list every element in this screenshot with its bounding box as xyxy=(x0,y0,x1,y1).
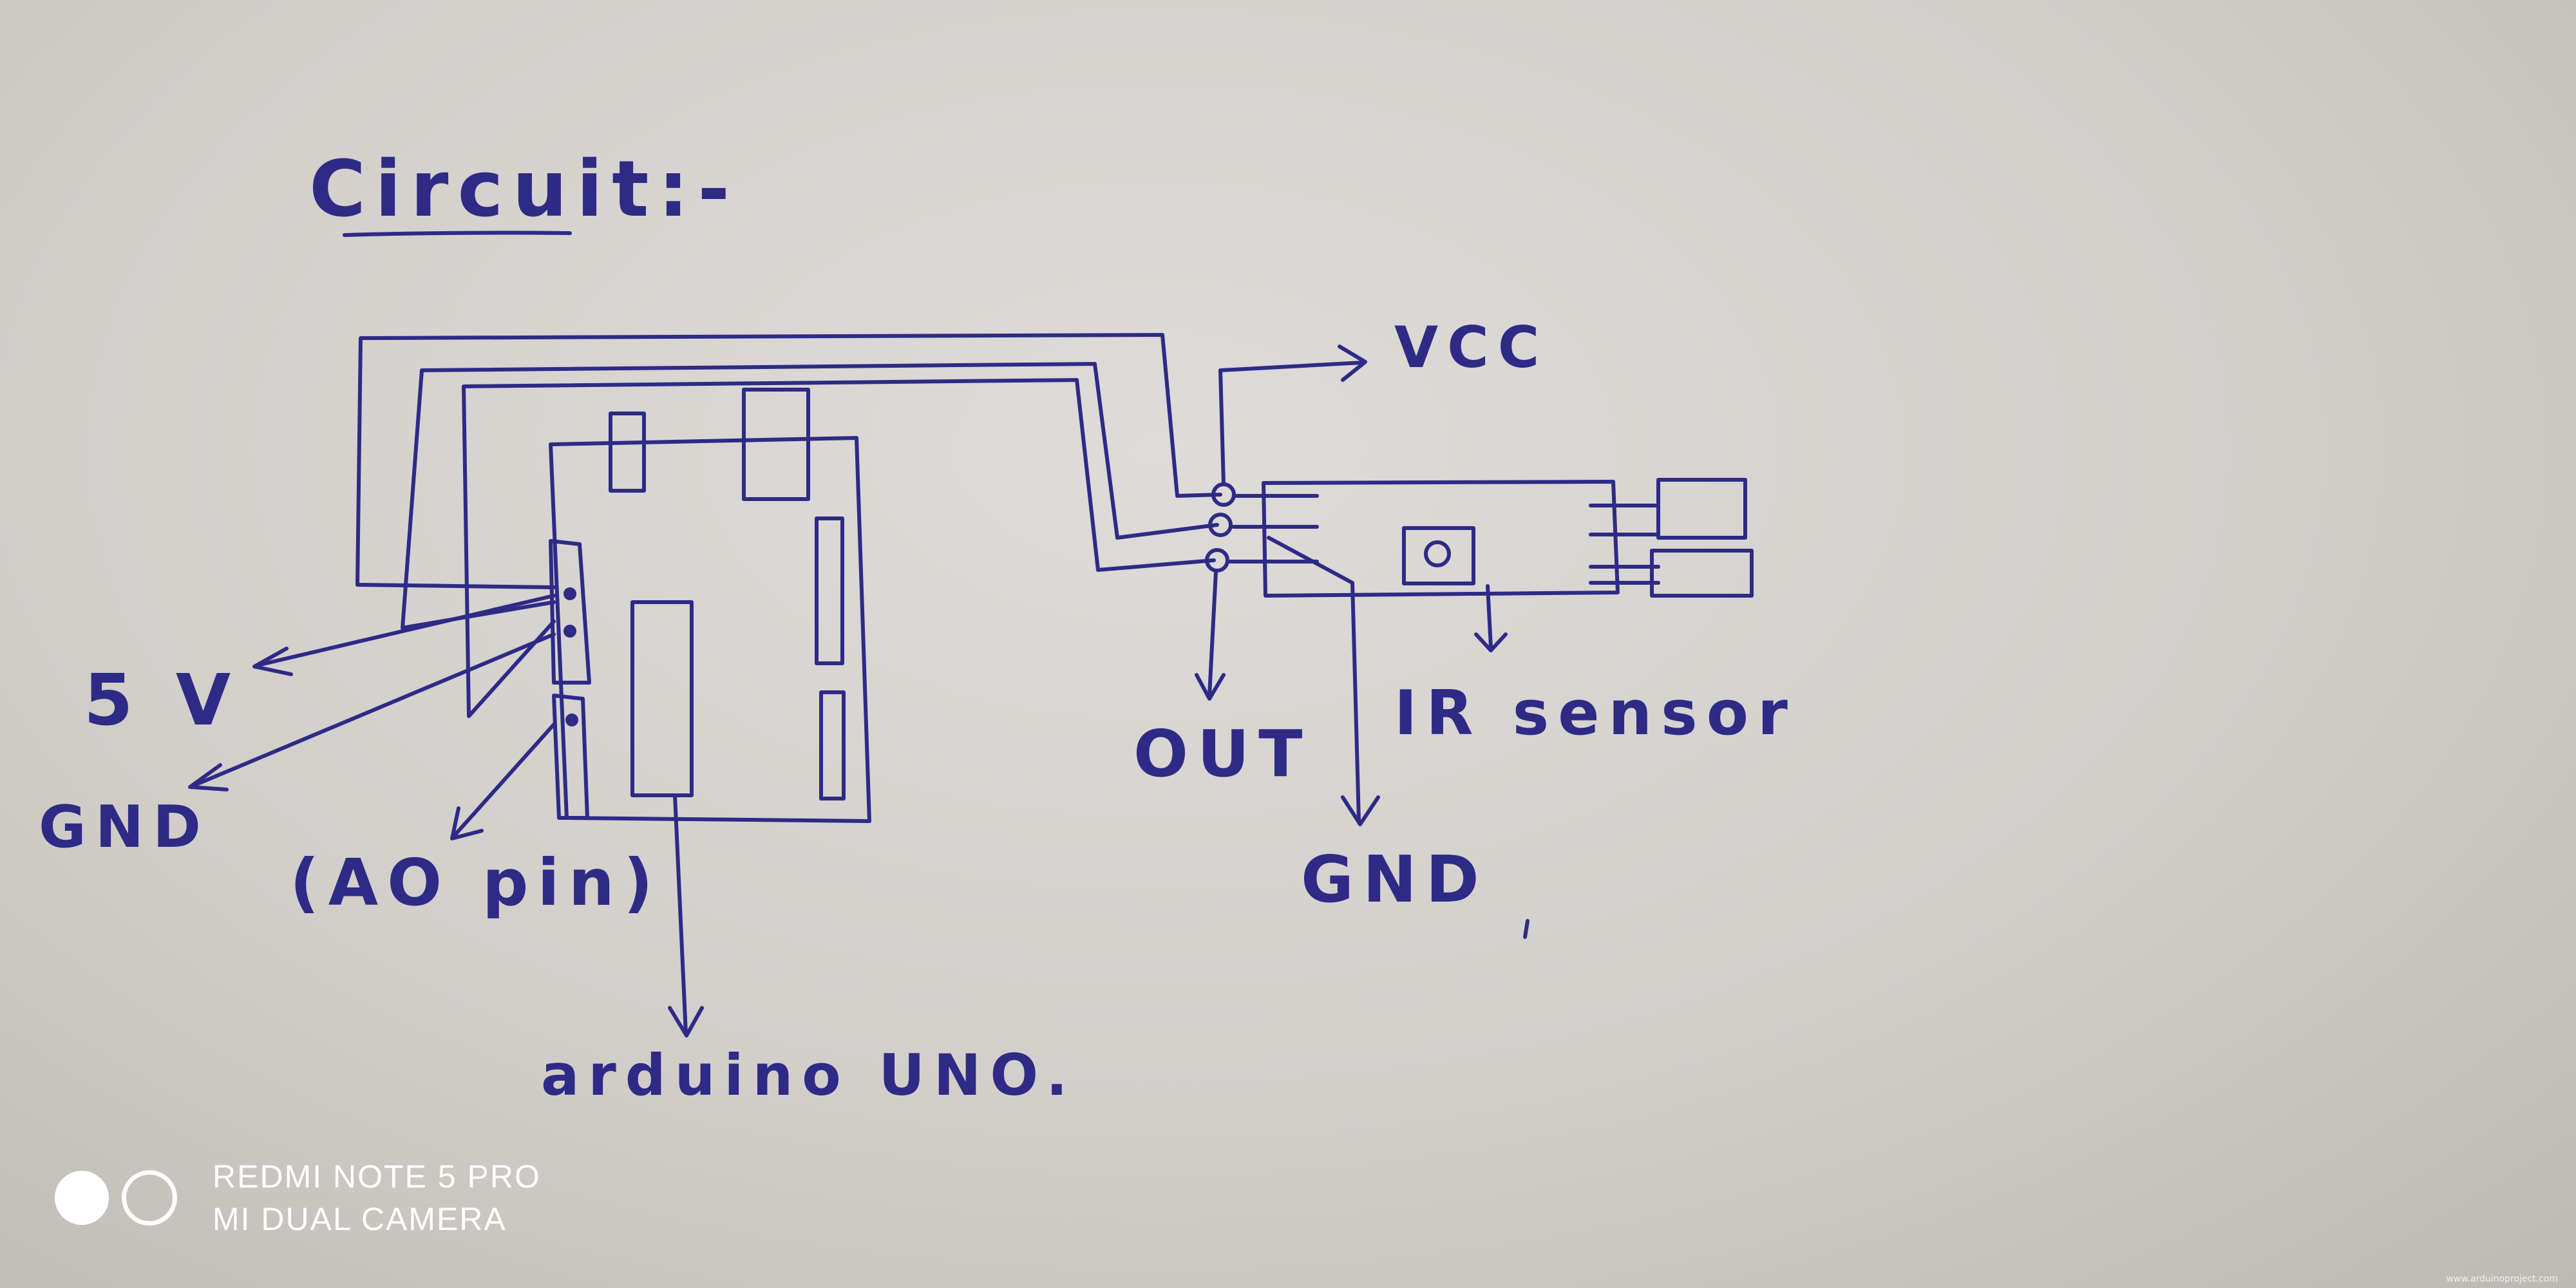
wire-vcc xyxy=(355,333,1222,589)
analog-header xyxy=(552,694,589,820)
watermark-filled-dot-icon xyxy=(55,1171,109,1225)
sensor-pin-gnd xyxy=(1208,513,1233,537)
label-5v: 5 V xyxy=(84,659,240,741)
diagram-title: Circuit:- xyxy=(309,145,739,234)
sensor-pin-leads xyxy=(1228,494,1319,564)
ir-led-leads xyxy=(1589,504,1660,585)
arrow-vcc-head xyxy=(1338,345,1367,382)
camera-watermark: REDMI NOTE 5 PRO MI DUAL CAMERA xyxy=(55,1156,541,1240)
arrow-gnd-right-line xyxy=(1267,536,1361,823)
arrow-out-head xyxy=(1195,673,1226,701)
power-jack xyxy=(742,388,810,501)
arrow-ir-head xyxy=(1474,632,1508,652)
watermark-line-2: MI DUAL CAMERA xyxy=(213,1201,507,1237)
label-vcc: VCC xyxy=(1394,314,1548,381)
microcontroller-chip xyxy=(630,600,694,797)
arrow-a0-head xyxy=(450,806,484,840)
pin-dot-5v xyxy=(564,587,576,600)
ir-potentiometer-knob xyxy=(1424,540,1451,567)
ir-led-transmitter xyxy=(1656,478,1747,540)
watermark-ring-dot-icon xyxy=(122,1170,177,1226)
arduino-board-outline xyxy=(549,436,871,823)
arrow-arduino-line xyxy=(673,793,688,1036)
ir-led-receiver xyxy=(1650,549,1754,598)
label-gnd-left: GND xyxy=(39,793,210,861)
arrow-gnd-right-head xyxy=(1341,795,1380,826)
label-gnd-right: GND xyxy=(1301,842,1488,917)
source-watermark: www.arduinoproject.com xyxy=(2446,1274,2558,1284)
ir-sensor-board xyxy=(1262,480,1620,598)
watermark-line-1: REDMI NOTE 5 PRO xyxy=(213,1159,541,1195)
arrow-gnd-head xyxy=(188,763,229,791)
usb-port xyxy=(609,412,646,493)
arrow-gnd-line xyxy=(191,632,556,788)
label-arduino-uno: arduino UNO. xyxy=(541,1042,1077,1108)
arrow-arduino-head xyxy=(668,1006,704,1037)
arrow-vcc-line xyxy=(1218,361,1364,486)
arrow-a0-line xyxy=(452,723,556,838)
digital-header-top xyxy=(815,516,844,665)
arrow-out-line xyxy=(1208,570,1218,697)
label-out: OUT xyxy=(1133,716,1311,791)
arrow-5v-line xyxy=(256,594,556,667)
digital-header-bottom xyxy=(819,690,846,800)
ir-potentiometer xyxy=(1402,526,1475,585)
arrow-ir-line xyxy=(1486,584,1493,649)
arrow-5v-head xyxy=(252,647,293,676)
title-underline xyxy=(343,231,572,237)
wire-out xyxy=(462,378,1216,718)
watermark-text: REDMI NOTE 5 PRO MI DUAL CAMERA xyxy=(213,1155,541,1240)
label-a0-pin: (AO pin) xyxy=(290,845,662,920)
pin-dot-gnd xyxy=(564,625,576,638)
stray-mark xyxy=(1523,919,1530,939)
label-ir-sensor: IR sensor xyxy=(1394,678,1797,749)
pin-dot-a0 xyxy=(565,714,578,726)
